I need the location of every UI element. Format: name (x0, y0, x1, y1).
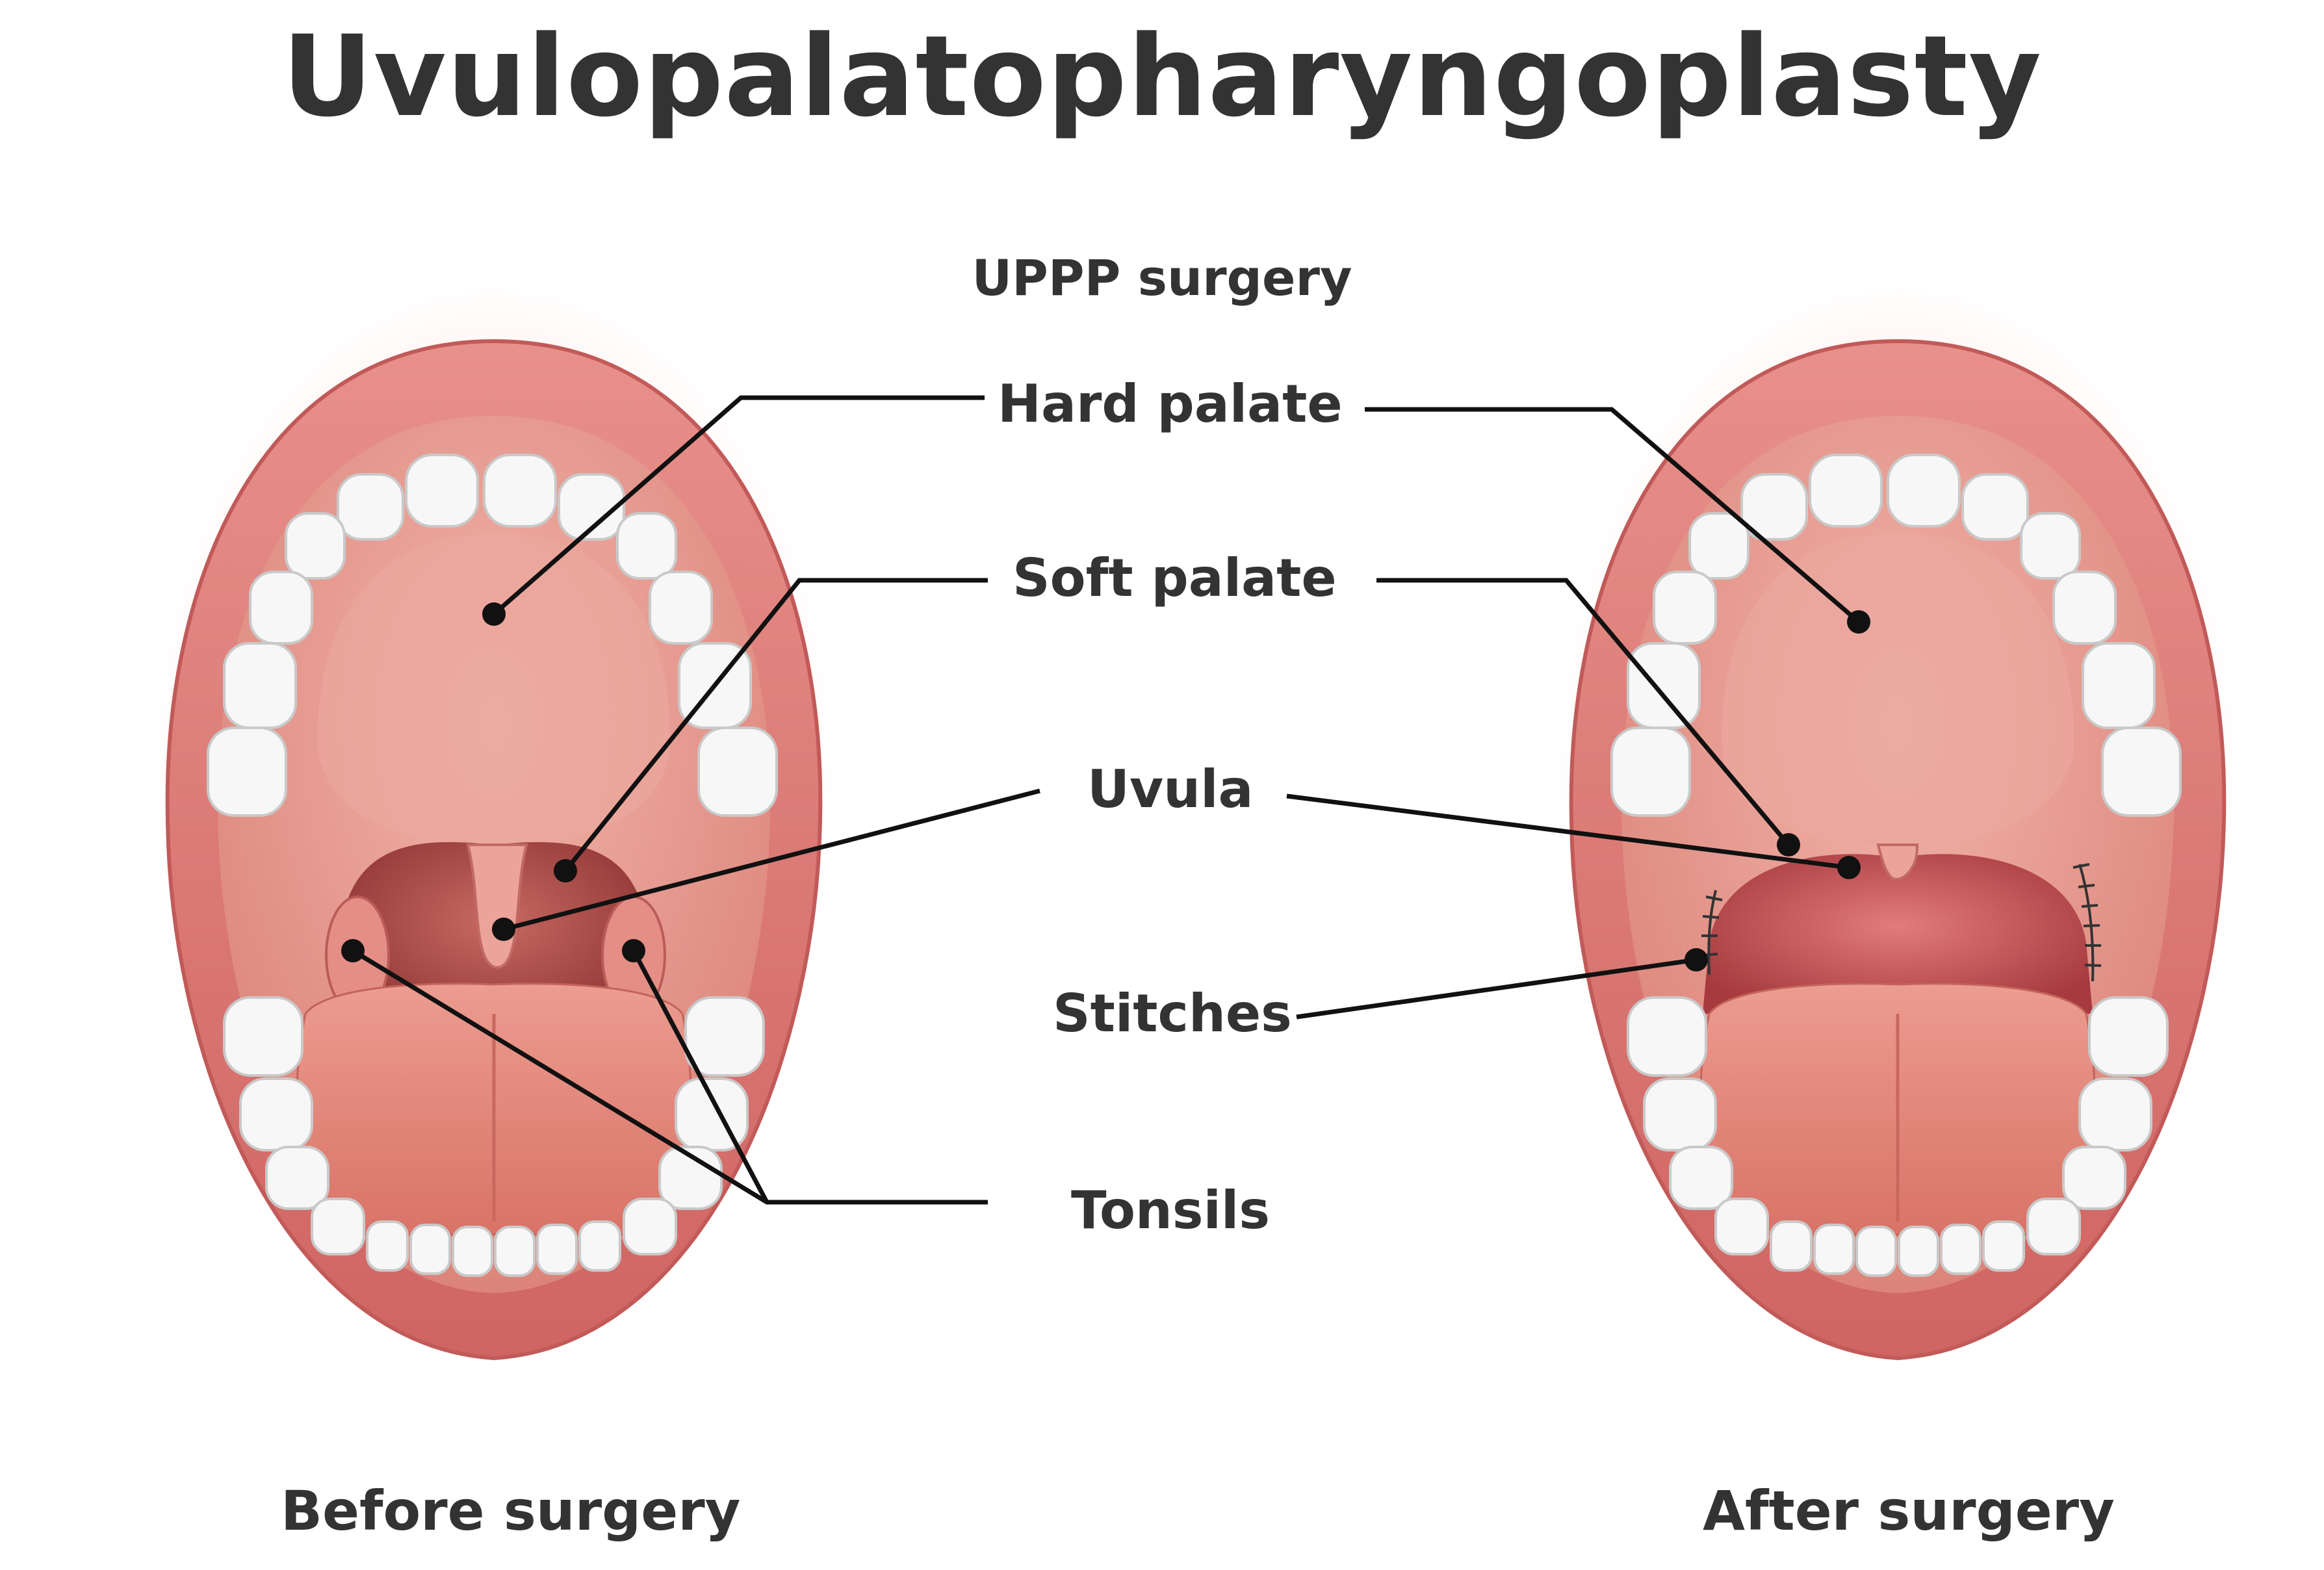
leader-hard-palate-after (1365, 407, 1861, 624)
page-title: Uvulopalatopharyngoplasty (281, 11, 2043, 142)
dot-stitches-after (1685, 948, 1708, 972)
lower-teeth-after (1627, 996, 2169, 1277)
leader-dots (341, 602, 1870, 972)
leader-hard-palate-before (492, 395, 985, 616)
caption-after-surgery: After surgery (1703, 1479, 2115, 1543)
dot-hard-palate-before (482, 602, 506, 626)
leader-tonsils-before-right (631, 949, 769, 1203)
label-stitches: Stitches (1053, 983, 1292, 1044)
label-hard-palate: Hard palate (998, 374, 1343, 434)
dot-uvula-before (492, 918, 515, 941)
dot-tonsils-before-right (622, 939, 645, 962)
uvula-after (1876, 843, 1919, 881)
page-subtitle: UPPP surgery (972, 249, 1352, 307)
dot-hard-palate-after (1847, 610, 1870, 634)
dot-soft-palate-before (554, 859, 577, 882)
stitches-after (1701, 863, 2102, 982)
label-tonsils: Tonsils (1071, 1180, 1270, 1241)
hard-palate-before (318, 533, 670, 845)
leader-lines (352, 395, 1861, 1205)
upper-teeth-after (1610, 454, 2182, 817)
label-soft-palate: Soft palate (1013, 548, 1337, 608)
caption-before-surgery: Before surgery (281, 1479, 741, 1543)
leader-soft-palate-after (1376, 578, 1790, 847)
label-uvula: Uvula (1087, 759, 1254, 819)
dot-soft-palate-after (1777, 833, 1800, 856)
leader-uvula-after (1286, 793, 1850, 870)
hard-palate-after (1722, 533, 2074, 845)
leader-soft-palate-before (563, 578, 988, 873)
mouth-after (1534, 247, 2262, 1361)
leader-stitches-after (1296, 957, 1697, 1020)
dot-tonsils-before-left (341, 939, 365, 962)
throat-after (1703, 854, 2093, 1014)
dot-uvula-after (1837, 856, 1861, 879)
leader-uvula-before (503, 788, 1040, 932)
